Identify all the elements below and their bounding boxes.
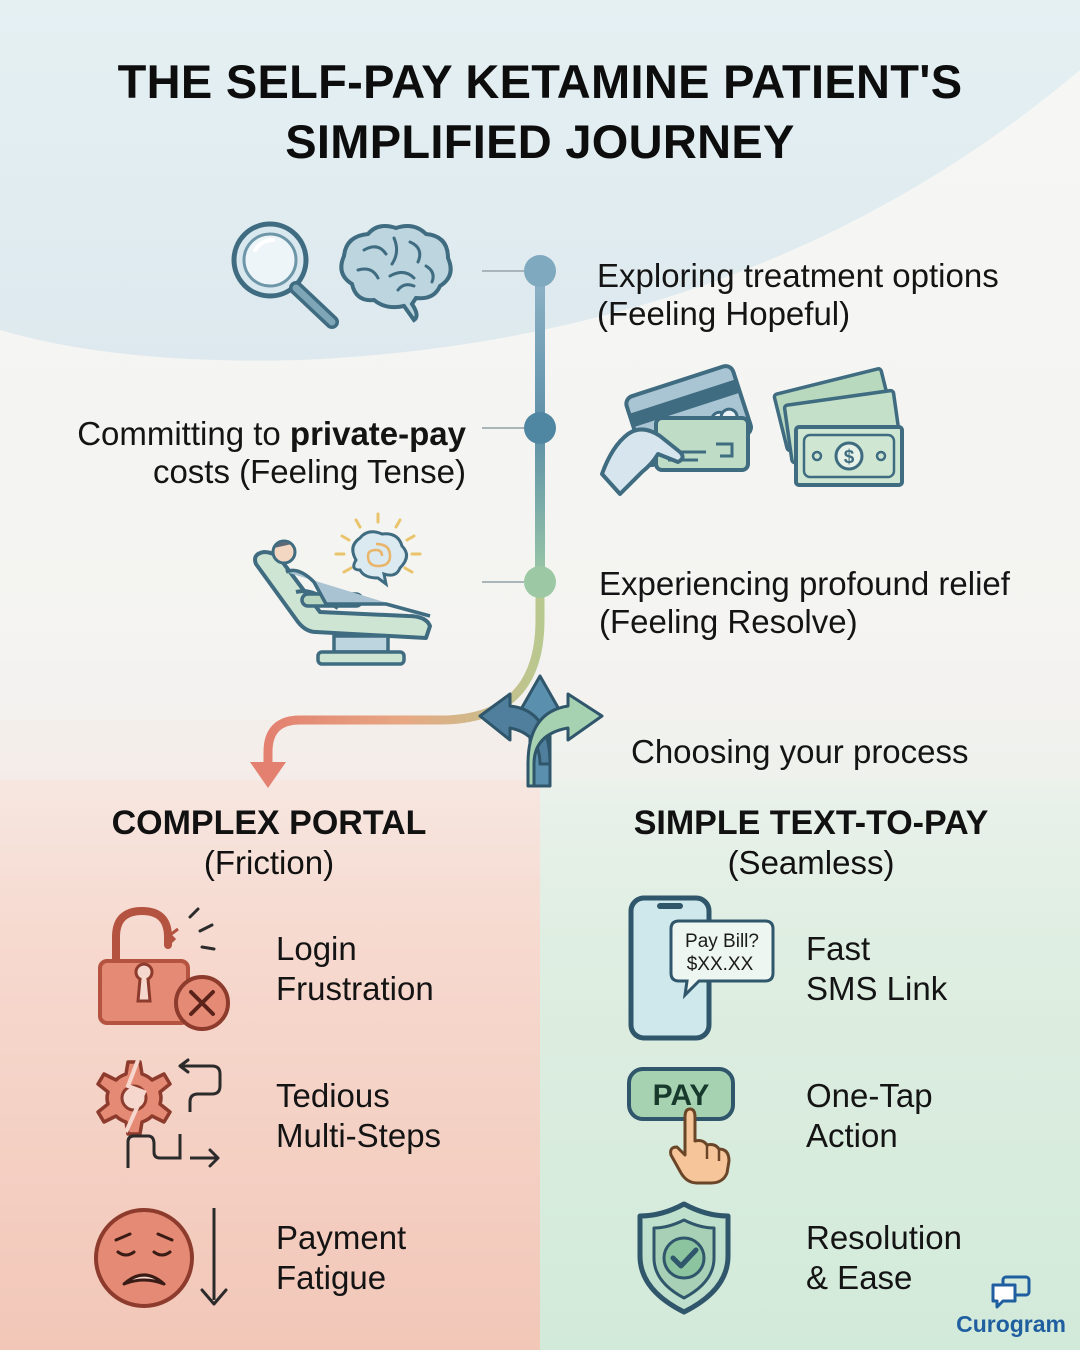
left-item-login-line-1: Login xyxy=(276,930,357,967)
text-to-pay-title: SIMPLE TEXT-TO-PAY xyxy=(633,804,989,842)
left-item-multisteps-line-1: Tedious xyxy=(276,1077,390,1114)
right-branch-heading: SIMPLE TEXT-TO-PAY (Seamless) xyxy=(621,803,1001,883)
svg-text:$: $ xyxy=(844,447,855,468)
shield-check-icon xyxy=(637,1201,731,1315)
magnifier-icon xyxy=(231,221,339,329)
sms-bubble-line-1: Pay Bill? xyxy=(685,931,759,952)
brand-name: Curogram xyxy=(956,1311,1066,1337)
left-item-fatigue: Payment Fatigue xyxy=(276,1218,516,1298)
left-branch-heading: COMPLEX PORTAL (Friction) xyxy=(79,803,459,883)
pay-button-label: PAY xyxy=(653,1079,710,1112)
timeline-dot-tense xyxy=(524,412,556,444)
fork-arrow-icon xyxy=(478,674,604,788)
stage-committing-bold: private-pay xyxy=(289,415,466,452)
stage-committing-prefix: Committing to xyxy=(77,415,290,452)
sad-face-icon xyxy=(94,1208,228,1308)
right-item-resolution-line-1: Resolution xyxy=(806,1219,962,1256)
brain-icon xyxy=(339,224,453,323)
left-item-login-line-2: Frustration xyxy=(276,970,434,1007)
sms-bubble-line-2: $XX.XX xyxy=(687,954,754,975)
stage-experiencing-line-2: (Feeling Resolve) xyxy=(599,603,858,640)
timeline-dot-resolve xyxy=(524,566,556,598)
brand-logo: Curogram xyxy=(956,1275,1066,1338)
stage-committing-line-2: costs (Feeling Tense) xyxy=(152,453,466,490)
left-item-multisteps-line-2: Multi-Steps xyxy=(276,1117,442,1154)
right-item-onetap-line-1: One-Tap xyxy=(806,1077,933,1114)
text-to-pay-subtitle: (Seamless) xyxy=(727,844,895,881)
stage-committing: Committing to private-pay costs (Feeling… xyxy=(40,415,466,491)
fork-label: Choosing your process xyxy=(631,733,969,770)
complex-portal-subtitle: (Friction) xyxy=(203,844,335,881)
left-item-login: Login Frustration xyxy=(276,929,516,1009)
phone-sms-icon: Pay Bill? $XX.XX xyxy=(628,895,775,1041)
broken-gear-icon xyxy=(96,1058,222,1168)
right-item-sms-line-2: SMS Link xyxy=(806,970,948,1007)
right-item-sms-line-1: Fast xyxy=(806,930,871,967)
stage-exploring-line-2: (Feeling Hopeful) xyxy=(597,295,851,332)
stage-experiencing-line-1: Experiencing profound relief xyxy=(599,565,1010,602)
page-title: THE SELF-PAY KETAMINE PATIENT'S SIMPLIFI… xyxy=(40,52,1040,172)
timeline-dot-hopeful xyxy=(524,255,556,287)
left-item-multisteps: Tedious Multi-Steps xyxy=(276,1076,516,1156)
stage-exploring-line-1: Exploring treatment options xyxy=(597,257,999,294)
broken-lock-icon xyxy=(98,906,230,1031)
right-item-resolution: Resolution & Ease xyxy=(806,1218,1066,1298)
title-line-2: SIMPLIFIED JOURNEY xyxy=(285,115,795,168)
relaxed-patient-icon xyxy=(253,512,432,666)
left-item-fatigue-line-2: Fatigue xyxy=(276,1259,387,1296)
pay-button-icon: PAY xyxy=(627,1067,735,1185)
stage-experiencing: Experiencing profound relief (Feeling Re… xyxy=(599,565,1069,641)
right-item-resolution-line-2: & Ease xyxy=(806,1259,913,1296)
complex-portal-title: COMPLEX PORTAL xyxy=(111,804,427,842)
right-item-sms: Fast SMS Link xyxy=(806,929,1066,1009)
credit-card-hand-icon xyxy=(600,364,753,496)
title-line-1: THE SELF-PAY KETAMINE PATIENT'S xyxy=(117,55,963,108)
left-item-fatigue-line-1: Payment xyxy=(276,1219,407,1256)
chat-bubbles-icon xyxy=(991,1275,1031,1309)
stage-committing-line-1: Committing to private-pay xyxy=(40,415,466,453)
right-item-onetap-line-2: Action xyxy=(806,1117,898,1154)
cash-icon: $ xyxy=(772,367,904,487)
right-item-onetap: One-Tap Action xyxy=(806,1076,1066,1156)
stage-exploring: Exploring treatment options (Feeling Hop… xyxy=(597,257,1067,333)
